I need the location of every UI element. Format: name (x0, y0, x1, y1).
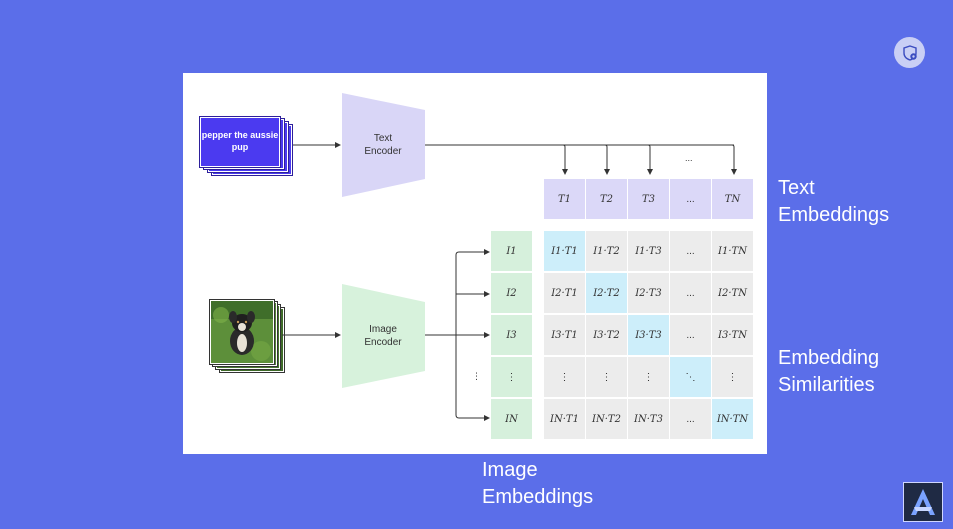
text-embeddings-label: Text Embeddings (778, 175, 889, 229)
brand-logo-glyph (911, 489, 935, 515)
text-encoder-label: Text Encoder (349, 132, 417, 158)
similarity-cell: IN·T1 (544, 399, 585, 439)
brand-logo-icon (903, 482, 943, 522)
similarity-cell-diagonal: I1·T1 (544, 231, 585, 271)
similarity-cell: ... (670, 399, 711, 439)
similarity-cell-diagonal: I3·T3 (628, 315, 669, 355)
similarity-cell: I1·TN (712, 231, 753, 271)
image-embedding-cell: ⋮ (491, 357, 532, 397)
similarity-cell-diagonal: IN·TN (712, 399, 753, 439)
image-embeddings-label-line2: Embeddings (482, 486, 594, 508)
text-embeddings-label-line1: Text (778, 177, 815, 199)
text-encoder-label-line2: Encoder (364, 146, 402, 157)
image-embedding-cell: I2 (491, 273, 532, 313)
text-embedding-cell: T1 (544, 179, 585, 219)
image-embedding-cell: IN (491, 399, 532, 439)
text-encoder-shape (342, 93, 425, 197)
similarity-cell: ... (670, 315, 711, 355)
text-embedding-cell: ... (670, 179, 711, 219)
image-embedding-cell: I3 (491, 315, 532, 355)
similarity-cell: ... (670, 231, 711, 271)
similarity-cell: I3·T2 (586, 315, 627, 355)
similarity-cell: I2·T3 (628, 273, 669, 313)
similarity-cell-diagonal: ⋱ (670, 357, 711, 397)
similarity-cell: I1·T3 (628, 231, 669, 271)
dog-photo (210, 300, 274, 364)
text-encoder-label-line1: Text (373, 133, 393, 144)
dog-image-icon (211, 301, 273, 363)
shield-settings-icon[interactable] (894, 37, 925, 68)
similarity-cell: ⋮ (712, 357, 753, 397)
text-input-card: pepper the aussie pup (200, 117, 280, 167)
embedding-similarities-label: Embedding Similarities (778, 345, 879, 399)
similarity-cell: I1·T2 (586, 231, 627, 271)
shield-settings-icon-glyph (902, 44, 917, 61)
text-embeddings-label-line2: Embeddings (778, 204, 890, 226)
similarity-cell: ⋮ (544, 357, 585, 397)
similarity-cell: I3·T1 (544, 315, 585, 355)
image-embeddings-label-line1: Image (482, 459, 538, 481)
similarity-cell: ⋮ (628, 357, 669, 397)
image-encoder-label-line1: Image (369, 324, 397, 335)
text-embedding-cell: T3 (628, 179, 669, 219)
diagram-connectors (282, 93, 737, 421)
image-embeddings-label: Image Embeddings (482, 457, 593, 511)
similarity-cell: I2·T1 (544, 273, 585, 313)
text-embedding-cell: TN (712, 179, 753, 219)
image-encoder-shape (342, 284, 425, 388)
similarity-cell: IN·T3 (628, 399, 669, 439)
diagram-panel: pepper the aussie pup (183, 73, 767, 454)
similarity-cell: I3·TN (712, 315, 753, 355)
image-dots-left: ⋮ (472, 371, 481, 381)
similarity-cell-diagonal: I2·T2 (586, 273, 627, 313)
embedding-similarities-label-line1: Embedding (778, 347, 880, 369)
similarity-cell: IN·T2 (586, 399, 627, 439)
text-input-label: pepper the aussie pup (201, 130, 279, 152)
embedding-similarities-label-line2: Similarities (778, 374, 875, 396)
similarity-cell: I2·TN (712, 273, 753, 313)
image-encoder-label: Image Encoder (349, 323, 417, 349)
image-encoder-label-line2: Encoder (364, 337, 402, 348)
text-embedding-cell: T2 (586, 179, 627, 219)
similarity-cell: ... (670, 273, 711, 313)
image-embedding-cell: I1 (491, 231, 532, 271)
top-arrow-dots: ... (685, 153, 693, 163)
similarity-cell: ⋮ (586, 357, 627, 397)
